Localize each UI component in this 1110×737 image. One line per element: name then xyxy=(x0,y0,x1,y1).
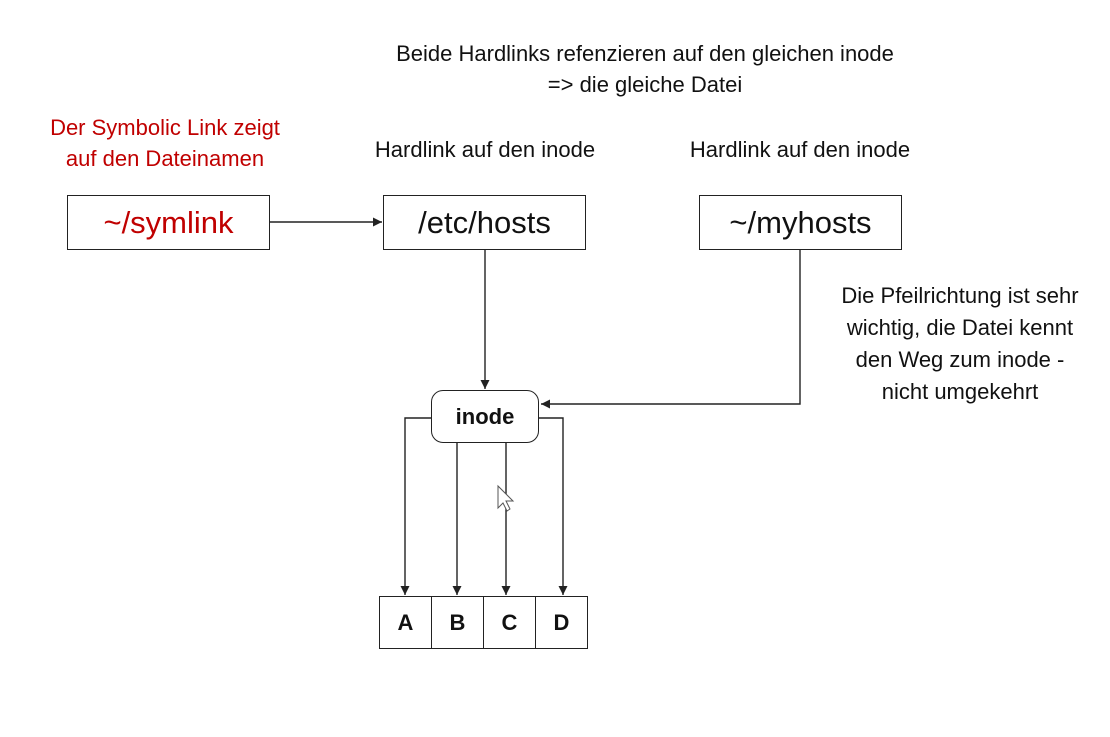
shared-inode-note-line2: => die gleiche Datei xyxy=(547,72,743,97)
arrow-myhosts-to-inode xyxy=(541,250,801,409)
symlink-node: ~/symlink xyxy=(67,195,270,250)
arrow-direction-note-line3: den Weg zum inode - xyxy=(855,347,1065,372)
shared-inode-note-line1: Beide Hardlinks refenzieren auf den glei… xyxy=(396,41,894,66)
arrow-direction-note-line1: Die Pfeilrichtung ist sehr xyxy=(841,283,1079,308)
symlink-note-line1: Der Symbolic Link zeigt xyxy=(50,115,280,140)
block-d: D xyxy=(535,596,588,649)
arrow-direction-note-line4: nicht umgekehrt xyxy=(881,379,1039,404)
symlink-note: Der Symbolic Link zeigt auf den Dateinam… xyxy=(20,112,310,174)
block-a: A xyxy=(379,596,432,649)
inode-node: inode xyxy=(431,390,539,443)
symlink-note-line2: auf den Dateinamen xyxy=(65,146,265,171)
shared-inode-note: Beide Hardlinks refenzieren auf den glei… xyxy=(345,38,945,100)
arrow-inode-to-block-a xyxy=(400,417,431,595)
arrow-direction-note-line2: wichtig, die Datei kennt xyxy=(846,315,1074,340)
arrow-direction-note: Die Pfeilrichtung ist sehr wichtig, die … xyxy=(810,280,1110,408)
etc-hosts-node: /etc/hosts xyxy=(383,195,586,250)
block-b: B xyxy=(431,596,484,649)
myhosts-node: ~/myhosts xyxy=(699,195,902,250)
hardlink-label-right: Hardlink auf den inode xyxy=(689,137,911,162)
mouse-cursor-icon xyxy=(497,484,515,512)
block-c: C xyxy=(483,596,536,649)
arrow-inode-to-block-d xyxy=(538,417,568,595)
hardlink-label-left: Hardlink auf den inode xyxy=(374,137,596,162)
